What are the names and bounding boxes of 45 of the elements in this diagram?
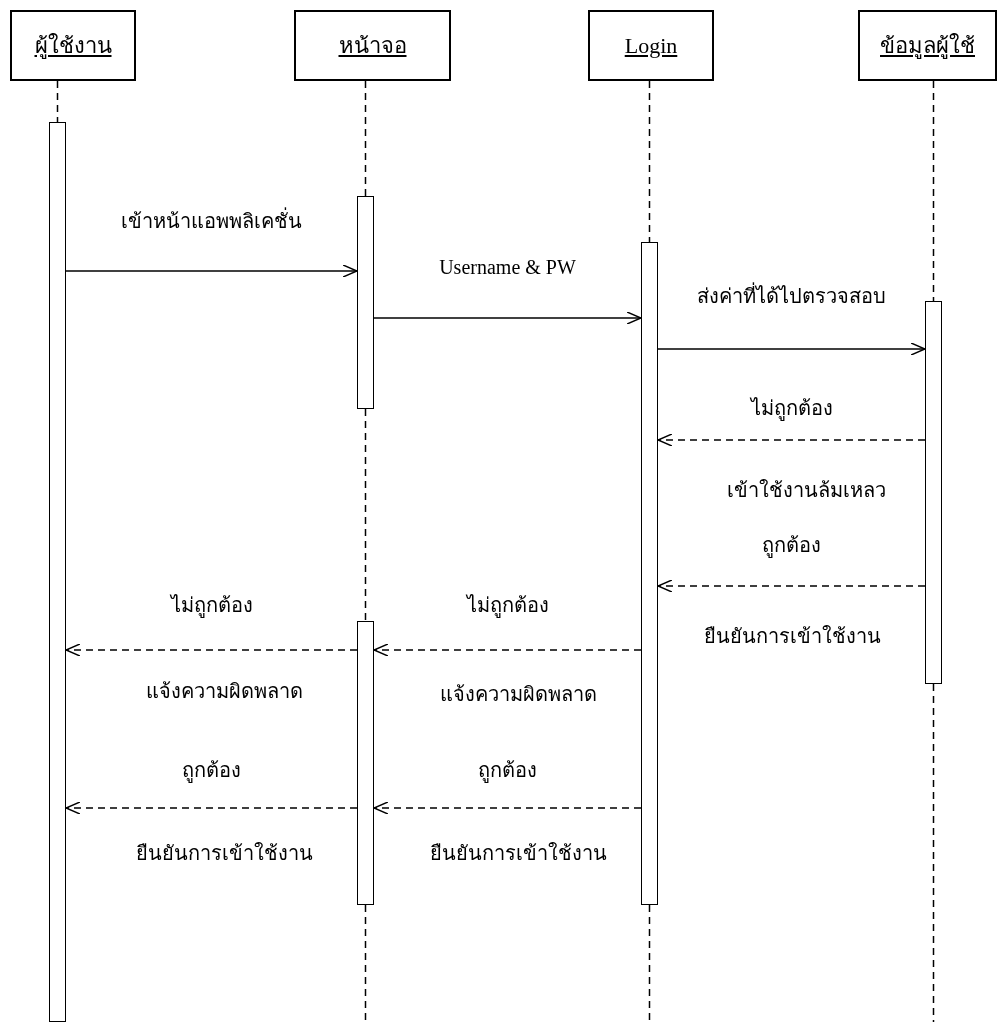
message-label: ส่งค่าที่ได้ไปตรวจสอบ: [697, 283, 886, 309]
activation-bar: [925, 301, 942, 684]
message-arrow: [65, 643, 358, 657]
lifeline: [932, 80, 935, 302]
lifeline-head-box: [858, 10, 997, 81]
lifeline: [364, 904, 367, 1022]
message-label: ไม่ถูกต้อง: [170, 593, 253, 618]
message-arrow: [65, 264, 358, 278]
message-note: ยืนยันการเข้าใช้งาน: [703, 624, 881, 649]
activation-bar: [357, 196, 374, 409]
message-note: ยืนยันการเข้าใช้งาน: [135, 841, 313, 866]
lifeline: [648, 904, 651, 1022]
message-arrow: [657, 342, 926, 356]
message-label: ถูกต้อง: [182, 758, 241, 783]
message-label: เข้าหน้าแอพพลิเคชั่น: [121, 208, 302, 234]
message-label: ไม่ถูกต้อง: [466, 593, 549, 618]
lifeline-name: ข้อมูลผู้ใช้: [880, 32, 975, 61]
lifeline: [56, 80, 59, 123]
message-label: ไม่ถูกต้อง: [750, 396, 833, 421]
message-arrow: [657, 579, 926, 593]
message-arrow: [373, 643, 642, 657]
lifeline-name: Login: [624, 32, 678, 59]
message-note: แจ้งความผิดพลาด: [145, 679, 303, 704]
message-arrow: [657, 433, 926, 447]
message-label: ถูกต้อง: [762, 533, 821, 558]
message-arrow: [373, 311, 642, 325]
message-note: แจ้งความผิดพลาด: [439, 682, 597, 707]
lifeline: [364, 80, 367, 197]
activation-bar: [357, 621, 374, 905]
lifeline-name: หน้าจอ: [338, 32, 407, 60]
lifeline: [932, 683, 935, 1022]
activation-bar: [641, 242, 658, 905]
message-label: Username & PW: [439, 255, 576, 280]
lifeline-head-box: [294, 10, 451, 81]
activation-bar: [49, 122, 66, 1022]
message-note: ยืนยันการเข้าใช้งาน: [429, 841, 607, 866]
message-label: ถูกต้อง: [478, 758, 537, 783]
lifeline: [648, 80, 651, 243]
lifeline: [364, 408, 367, 622]
lifeline-name: ผู้ใช้งาน: [34, 32, 112, 61]
lifeline-head-box: [10, 10, 136, 81]
message-arrow: [373, 801, 642, 815]
message-arrow: [65, 801, 358, 815]
message-note: เข้าใช้งานล้มเหลว: [726, 478, 886, 503]
lifeline-head-box: [588, 10, 714, 81]
